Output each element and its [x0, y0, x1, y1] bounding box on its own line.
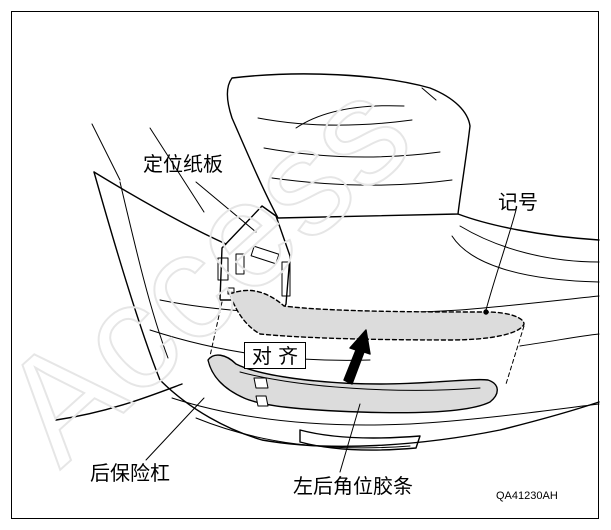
- rear-window-reflection-5: [421, 87, 437, 101]
- target-area: [229, 289, 525, 341]
- strip-clip-1: [253, 377, 269, 389]
- bumper-lower-crease: [171, 397, 600, 426]
- strip-leader: [339, 403, 361, 473]
- bumper-right-edge: [519, 333, 600, 347]
- trunk-line-1: [457, 213, 600, 241]
- bumper-leader: [145, 397, 205, 461]
- rear-window-reflection-2: [263, 147, 441, 158]
- corner-strip-label: 左后角位胶条: [293, 474, 413, 498]
- rear-window-reflection-1: [257, 117, 413, 126]
- align-label: 对 齐: [244, 342, 306, 369]
- locating-plate-tab-1: [217, 257, 229, 281]
- quarter-line-1: [91, 123, 121, 181]
- figure-code: QA41230AH: [496, 490, 558, 502]
- quarter-line-2: [149, 127, 205, 213]
- locating-plate-tab-3: [281, 261, 291, 297]
- bumper-upper-crease: [159, 295, 600, 315]
- alignment-guide-right: [505, 325, 525, 385]
- strip-clip-2: [255, 395, 269, 407]
- bumper-top-line: [93, 171, 227, 245]
- rear-window-reflection-4: [295, 105, 405, 129]
- bumper-bottom-lip: [299, 429, 421, 451]
- rear-bumper-label: 后保险杠: [90, 461, 170, 485]
- figure-frame: [11, 11, 599, 519]
- locating-plate-tab-2: [235, 253, 245, 275]
- rear-window-outline: [226, 73, 471, 219]
- bumper-outline: [93, 171, 600, 448]
- bumper-side-curve: [119, 181, 169, 359]
- locating-plate-slot: [250, 245, 280, 265]
- up-arrow: [343, 329, 371, 385]
- alignment-guide-left: [209, 301, 223, 357]
- trunk-line-2: [459, 225, 600, 263]
- mark-leader: [485, 209, 517, 311]
- locating-plate-leader: [195, 181, 257, 233]
- trunk-line-3: [451, 235, 600, 283]
- bumper-side-edge: [55, 383, 183, 421]
- mark-label: 记号: [498, 190, 538, 214]
- rear-window-reflection-3: [271, 177, 453, 186]
- mark-dot: [483, 309, 489, 315]
- locating-plate-label: 定位纸板: [143, 152, 223, 176]
- bumper-bottom-edge: [195, 417, 411, 449]
